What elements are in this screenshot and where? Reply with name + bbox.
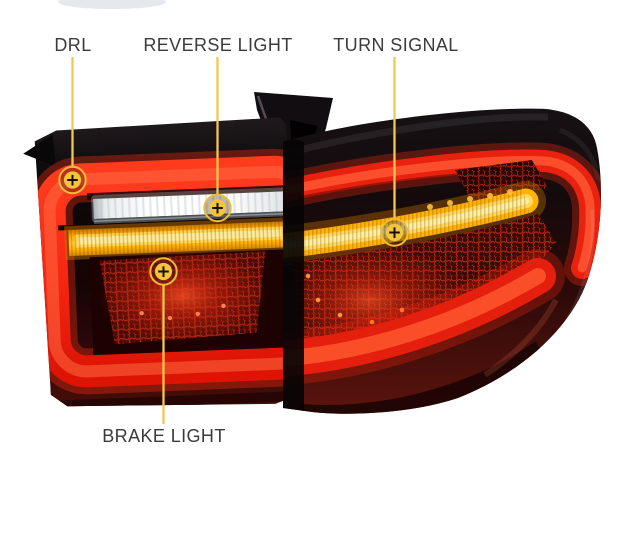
brake-light-marker: + <box>149 257 178 286</box>
right-brake-area <box>283 214 556 355</box>
reverse-light-marker: + <box>203 193 232 223</box>
turn-signal-bar <box>283 181 546 266</box>
drl-marker-cross: + <box>65 171 79 191</box>
turn-signal-marker-cross: + <box>387 223 401 243</box>
brake-light-label: BRAKE LIGHT <box>102 426 226 446</box>
reverse-light-label: REVERSE LIGHT <box>143 35 293 55</box>
top-smudge <box>58 0 166 9</box>
reverse-light-bar <box>91 187 292 225</box>
brake-light-area <box>89 247 296 356</box>
left-tail-lamp <box>23 117 298 411</box>
right-tail-lamp <box>283 108 602 414</box>
left-lamp-corner-fin <box>23 134 56 167</box>
turn-signal-label: TURN SIGNAL <box>333 35 459 55</box>
left-amber-strip <box>64 217 294 261</box>
right-red-light-bar <box>283 142 602 286</box>
drl-light-bar <box>34 148 298 395</box>
brake-light-marker-cross: + <box>156 262 170 282</box>
drl-marker: + <box>58 165 87 195</box>
drl-label: DRL <box>54 35 92 55</box>
right-bottom-light-bar <box>283 249 565 385</box>
reverse-light-marker-cross: + <box>210 199 224 219</box>
turn-signal-marker: + <box>380 218 409 247</box>
